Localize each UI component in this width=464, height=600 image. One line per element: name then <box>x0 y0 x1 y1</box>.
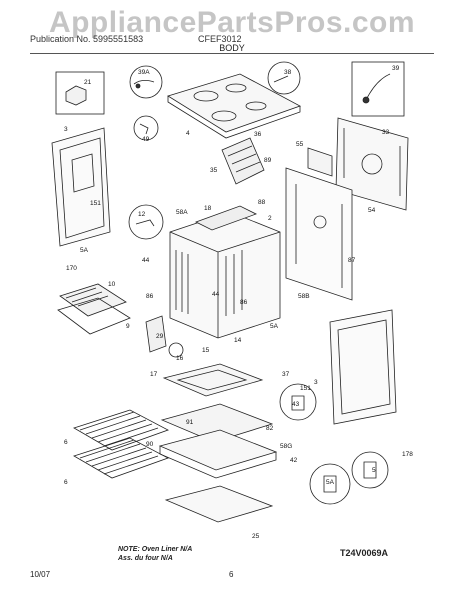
part-5a-callout <box>309 463 351 505</box>
part-10-broiler-pan <box>57 283 131 335</box>
page-number: 6 <box>229 570 234 579</box>
part-label-10: 10 <box>108 281 116 288</box>
part-label-44: 44 <box>212 291 220 298</box>
part-label-18: 18 <box>204 205 212 212</box>
oven-cavity <box>169 205 281 339</box>
drawer-assembly <box>158 363 278 479</box>
part-3-door-panel <box>329 309 397 425</box>
part-label-6: 6 <box>64 439 68 446</box>
part-label-5a: 5A <box>326 479 335 486</box>
part-label-151: 151 <box>90 200 101 207</box>
note-line-1: NOTE: Oven Liner N/A <box>118 546 193 553</box>
part-label-44: 44 <box>142 257 150 264</box>
part-label-16: 16 <box>176 355 184 362</box>
note-line-2: Ass. du four N/A <box>118 555 173 562</box>
part-33-back-panel <box>335 117 409 211</box>
part-label-5a: 5A <box>270 323 279 330</box>
part-4-cooktop <box>167 73 301 139</box>
part-label-88: 88 <box>258 199 266 206</box>
part-label-87: 87 <box>348 257 356 264</box>
part-43-callout <box>279 383 317 421</box>
part-38-callout <box>267 61 301 95</box>
part-label-4: 4 <box>186 130 190 137</box>
part-label-39a: 39A <box>138 69 150 76</box>
part-label-89: 89 <box>264 157 272 164</box>
part-label-9: 9 <box>126 323 130 330</box>
part-29-component <box>145 315 184 358</box>
part-label-58b: 58B <box>298 293 310 300</box>
part-5-callout <box>351 451 389 489</box>
part-label-151: 151 <box>300 385 311 392</box>
part-3-side-panel <box>51 127 111 247</box>
part-label-37: 37 <box>282 371 290 378</box>
part-49-callout <box>133 115 159 141</box>
publication-number: Publication No. 5995551583 <box>30 34 144 44</box>
part-label-42: 42 <box>290 457 298 464</box>
part-label-38: 38 <box>284 69 292 76</box>
section-title: BODY <box>219 43 245 53</box>
part-label-29: 29 <box>156 333 164 340</box>
part-label-5: 5 <box>372 467 376 474</box>
part-label-90: 90 <box>146 441 154 448</box>
oven-liner-note: NOTE: Oven Liner N/A Ass. du four N/A <box>118 545 192 563</box>
part-6-oven-racks <box>73 409 169 479</box>
part-label-43: 43 <box>292 401 300 408</box>
part-label-49: 49 <box>142 136 150 143</box>
part-label-33: 33 <box>382 129 390 136</box>
part-number-labels: 2131515A17039A44938393336358988555412445… <box>64 65 413 540</box>
part-label-170: 170 <box>66 265 77 272</box>
part-label-21: 21 <box>84 79 92 86</box>
part-label-6: 6 <box>64 479 68 486</box>
part-label-58g: 58G <box>280 443 292 450</box>
part-55-bracket <box>307 147 333 177</box>
part-label-5a: 5A <box>80 247 89 254</box>
part-12-callout <box>128 204 164 240</box>
part-label-58a: 58A <box>176 209 188 216</box>
part-label-3: 3 <box>314 379 318 386</box>
header-rule <box>30 53 434 54</box>
part-label-17: 17 <box>150 371 158 378</box>
part-36-element <box>221 137 265 185</box>
part-label-82: 82 <box>266 425 274 432</box>
part-label-25: 25 <box>252 533 260 540</box>
watermark: AppliancePartsPros.com <box>48 6 416 39</box>
part-label-3: 3 <box>64 126 68 133</box>
part-label-39: 39 <box>392 65 400 72</box>
part-21-box <box>55 71 105 115</box>
part-label-178: 178 <box>402 451 413 458</box>
part-label-2: 2 <box>268 215 272 222</box>
part-25-bottom-panel <box>164 485 274 523</box>
part-label-12: 12 <box>138 211 146 218</box>
diagram-code: T24V0069A <box>340 548 389 558</box>
part-label-91: 91 <box>186 419 194 426</box>
part-label-86: 86 <box>146 293 154 300</box>
part-label-36: 36 <box>254 131 262 138</box>
part-label-86: 86 <box>240 299 248 306</box>
part-label-35: 35 <box>210 167 218 174</box>
model-number: CFEF3012 <box>198 34 242 44</box>
part-label-54: 54 <box>368 207 376 214</box>
part-39-box <box>351 61 405 117</box>
part-label-14: 14 <box>234 337 242 344</box>
rear-frame <box>285 167 353 301</box>
part-label-55: 55 <box>296 141 304 148</box>
part-label-15: 15 <box>202 347 210 354</box>
part-39a-callout <box>129 65 163 99</box>
footer-date: 10/07 <box>30 570 51 579</box>
